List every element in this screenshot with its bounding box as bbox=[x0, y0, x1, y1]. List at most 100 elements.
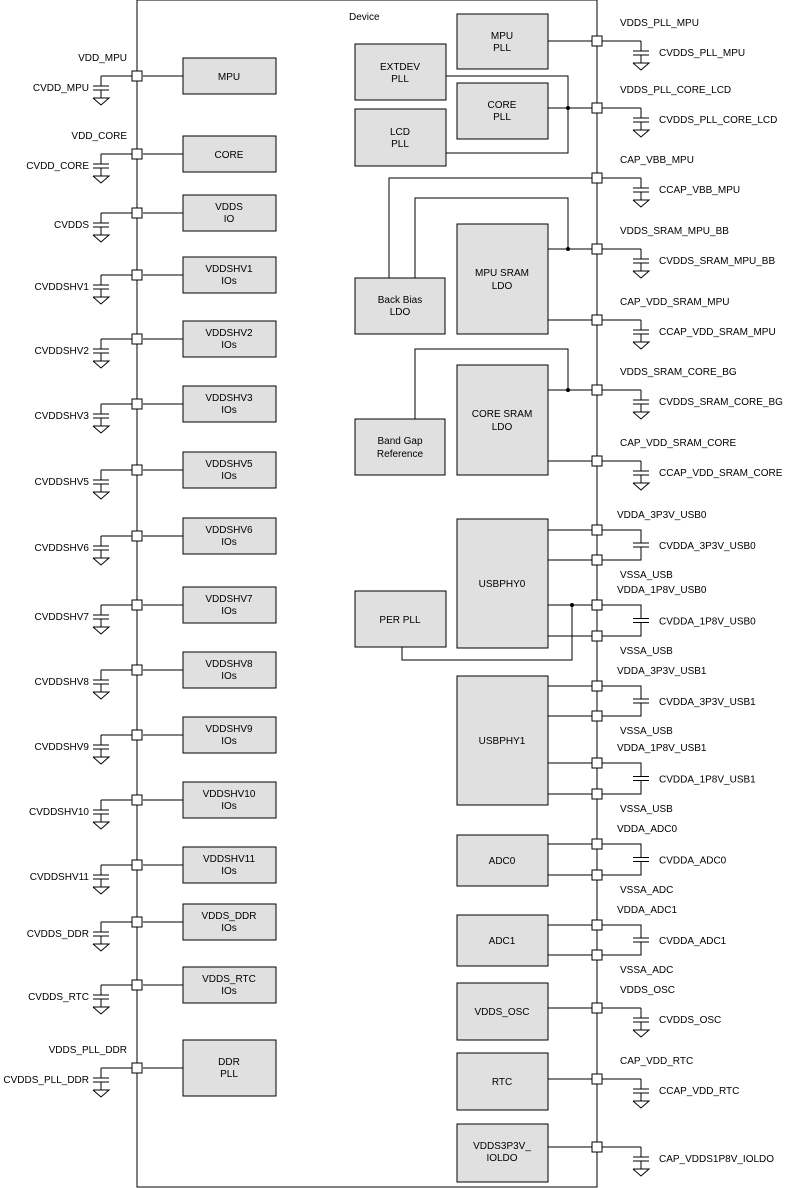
svg-text:VDDS_RTC: VDDS_RTC bbox=[202, 974, 256, 985]
svg-text:IOs: IOs bbox=[221, 923, 237, 934]
svg-text:VSSA_USB: VSSA_USB bbox=[620, 726, 673, 737]
left-cap-3 bbox=[92, 284, 111, 305]
svg-text:VSSA_USB: VSSA_USB bbox=[620, 570, 673, 581]
right-cap-4 bbox=[632, 329, 651, 350]
svg-text:USBPHY0: USBPHY0 bbox=[479, 579, 526, 590]
svg-text:Back Bias: Back Bias bbox=[378, 295, 422, 306]
svg-text:CVDDSHV1: CVDDSHV1 bbox=[35, 282, 90, 293]
svg-text:IOs: IOs bbox=[221, 671, 237, 682]
svg-text:CVDDSHV10: CVDDSHV10 bbox=[29, 807, 89, 818]
adc0-block: ADC0 bbox=[456, 834, 549, 887]
svg-text:PLL: PLL bbox=[391, 74, 409, 85]
svg-text:VSSA_ADC: VSSA_ADC bbox=[620, 965, 673, 976]
svg-text:VDDS_SRAM_MPU_BB: VDDS_SRAM_MPU_BB bbox=[620, 226, 729, 237]
svg-text:CVDDSHV6: CVDDSHV6 bbox=[35, 543, 90, 554]
svg-text:MPU SRAM: MPU SRAM bbox=[475, 268, 529, 279]
right-cap-6 bbox=[632, 470, 651, 491]
svg-text:VDDSHV7: VDDSHV7 bbox=[205, 594, 253, 605]
right-cap-2 bbox=[632, 187, 651, 208]
usbphy1-block: USBPHY1 bbox=[456, 675, 549, 806]
svg-text:VDDS_OSC: VDDS_OSC bbox=[474, 1007, 529, 1018]
left-cap-8 bbox=[92, 614, 111, 635]
svg-text:LDO: LDO bbox=[492, 281, 513, 292]
svg-text:VSSA_ADC: VSSA_ADC bbox=[620, 885, 673, 896]
svg-text:CORE SRAM: CORE SRAM bbox=[472, 409, 533, 420]
right-pin-0: VDDS_PLL_MPU CVDDS_PLL_MPU bbox=[591, 18, 745, 71]
svg-text:CVDDS_RTC: CVDDS_RTC bbox=[28, 992, 89, 1003]
svg-text:CORE: CORE bbox=[488, 100, 517, 111]
left-pin-5: CVDDSHV3 bbox=[35, 398, 143, 434]
svg-text:CVDDSHV8: CVDDSHV8 bbox=[35, 677, 90, 688]
left-cap-15 bbox=[92, 1077, 111, 1098]
left-cap-11 bbox=[92, 809, 111, 830]
svg-text:VDDSHV9: VDDSHV9 bbox=[205, 724, 253, 735]
svg-text:CAP_VDD_SRAM_CORE: CAP_VDD_SRAM_CORE bbox=[620, 438, 736, 449]
right-pin-9: CAP_VDDS1P8V_IOLDO bbox=[591, 1141, 774, 1177]
svg-text:CVDD_CORE: CVDD_CORE bbox=[26, 161, 89, 172]
svg-text:CVDDS_DDR: CVDDS_DDR bbox=[27, 929, 89, 940]
left-block-0: MPU bbox=[143, 57, 277, 95]
svg-text:CVDDA_1P8V_USB0: CVDDA_1P8V_USB0 bbox=[659, 617, 756, 628]
svg-text:VDDSHV1: VDDSHV1 bbox=[205, 264, 253, 275]
svg-text:ADC1: ADC1 bbox=[489, 936, 516, 947]
svg-text:PLL: PLL bbox=[493, 112, 511, 123]
right-cap-1 bbox=[632, 117, 651, 138]
svg-text:LCD: LCD bbox=[390, 127, 410, 138]
lcd-pll-block: LCD PLL bbox=[354, 108, 447, 167]
left-pin-8: CVDDSHV7 bbox=[35, 599, 143, 635]
core-pll-block: CORE PLL bbox=[456, 82, 549, 140]
right-supply-pins: VDDS_PLL_MPU CVDDS_PLL_MPU VDDS_PLL_CORE_L… bbox=[591, 18, 783, 1177]
svg-text:CVDDSHV9: CVDDSHV9 bbox=[35, 742, 90, 753]
svg-text:CVDDA_3P3V_USB1: CVDDA_3P3V_USB1 bbox=[659, 697, 756, 708]
svg-text:IOs: IOs bbox=[221, 801, 237, 812]
svg-text:IOLDO: IOLDO bbox=[486, 1153, 517, 1164]
svg-text:CVDDA_ADC0: CVDDA_ADC0 bbox=[659, 856, 727, 867]
svg-text:CAP_VDD_SRAM_MPU: CAP_VDD_SRAM_MPU bbox=[620, 297, 729, 308]
left-cap-7 bbox=[92, 545, 111, 566]
svg-text:VDDA_3P3V_USB1: VDDA_3P3V_USB1 bbox=[617, 666, 707, 677]
svg-text:CVDDS_PLL_MPU: CVDDS_PLL_MPU bbox=[659, 48, 745, 59]
left-cap-10 bbox=[92, 744, 111, 765]
left-pin-10: CVDDSHV9 bbox=[35, 729, 143, 765]
left-cap-6 bbox=[92, 479, 111, 500]
internal-wiring bbox=[388, 40, 592, 1148]
right-cap-3 bbox=[632, 258, 651, 279]
svg-text:VDDSHV2: VDDSHV2 bbox=[205, 328, 253, 339]
svg-text:CVDDA_1P8V_USB1: CVDDA_1P8V_USB1 bbox=[659, 775, 756, 786]
svg-text:VDDA_1P8V_USB0: VDDA_1P8V_USB0 bbox=[617, 585, 707, 596]
svg-text:VDDA_ADC1: VDDA_ADC1 bbox=[617, 905, 677, 916]
svg-text:PLL: PLL bbox=[220, 1069, 238, 1080]
svg-text:CVDDSHV7: CVDDSHV7 bbox=[35, 612, 90, 623]
rtc-block: RTC bbox=[456, 1052, 549, 1111]
svg-text:VDDA_ADC0: VDDA_ADC0 bbox=[617, 824, 677, 835]
per-pll-block: PER PLL bbox=[354, 590, 447, 648]
left-pin-9: CVDDSHV8 bbox=[35, 664, 143, 700]
svg-text:CVDDSHV2: CVDDSHV2 bbox=[35, 346, 90, 357]
svg-text:VDDS_PLL_CORE_LCD: VDDS_PLL_CORE_LCD bbox=[620, 85, 731, 96]
left-cap-4 bbox=[92, 348, 111, 369]
svg-text:VDD_MPU: VDD_MPU bbox=[78, 53, 127, 64]
svg-text:VDDS_PLL_MPU: VDDS_PLL_MPU bbox=[620, 18, 699, 29]
svg-text:MPU: MPU bbox=[218, 72, 240, 83]
svg-text:VDDSHV10: VDDSHV10 bbox=[203, 789, 256, 800]
svg-text:PLL: PLL bbox=[493, 43, 511, 54]
